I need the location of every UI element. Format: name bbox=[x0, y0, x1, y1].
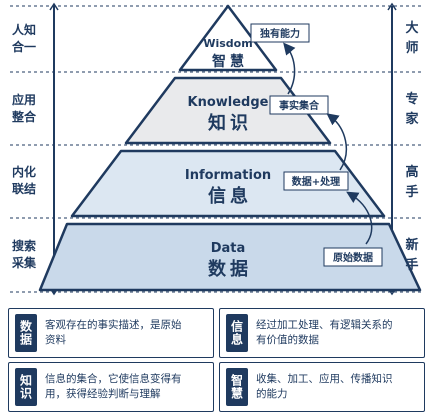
data-en-label: Data bbox=[211, 241, 246, 256]
role-label-data-2: 手 bbox=[405, 257, 418, 273]
role-label-knowledge-1: 专 bbox=[405, 91, 418, 107]
tag-knowledge: 事实集合 bbox=[279, 99, 320, 112]
tag-box-knowledge bbox=[269, 95, 329, 115]
role-label-information-2: 手 bbox=[405, 184, 418, 200]
tag-box-information bbox=[283, 171, 349, 191]
card-description: 客观存在的事实描述，是原始 资料 bbox=[45, 318, 182, 348]
wisdom-en-label: Wisdom bbox=[203, 37, 252, 50]
knowledge-zh-label: 知识 bbox=[208, 112, 252, 134]
curved-arrow-icon bbox=[326, 113, 348, 171]
information-tier bbox=[70, 149, 386, 218]
card-line: 有价值的数据 bbox=[256, 334, 319, 346]
ruler-arrow-icon bbox=[387, 2, 397, 11]
side-label-information-2: 联结 bbox=[12, 181, 36, 196]
information-en-label: Information bbox=[185, 168, 271, 183]
curved-arrow-icon bbox=[283, 42, 296, 95]
card-badge: 数据 bbox=[15, 314, 37, 352]
card-data: 数据 客观存在的事实描述，是原始 资料 bbox=[8, 308, 214, 358]
side-label-data-1: 搜索 bbox=[12, 238, 36, 253]
tag-data: 原始数据 bbox=[333, 251, 373, 264]
side-label-data-2: 采集 bbox=[11, 255, 37, 270]
card-description: 经过加工处理、有逻辑关系的 有价值的数据 bbox=[256, 318, 393, 348]
card-line: 资料 bbox=[45, 334, 66, 346]
side-label-wisdom-1: 人知 bbox=[12, 22, 36, 37]
role-label-wisdom-2: 师 bbox=[405, 40, 418, 56]
card-line: 客观存在的事实描述，是原始 bbox=[45, 319, 182, 331]
side-label-information-1: 内化 bbox=[12, 164, 36, 179]
role-label-knowledge-2: 家 bbox=[405, 111, 419, 127]
side-label-wisdom-2: 合一 bbox=[12, 39, 36, 54]
data-zh-label: 数据 bbox=[208, 258, 252, 280]
card-badge: 信息 bbox=[226, 314, 248, 352]
role-label-information-1: 高 bbox=[405, 164, 418, 180]
card-wisdom: 智慧 收集、加工、应用、传播知识 的能力 bbox=[219, 362, 425, 412]
card-line: 经过加工处理、有逻辑关系的 bbox=[256, 319, 393, 331]
knowledge-tier bbox=[124, 76, 332, 145]
definition-cards: 数据 客观存在的事实描述，是原始 资料 信息 经过加工处理、有逻辑关系的 有价值… bbox=[8, 308, 425, 412]
card-description: 信息的集合，它使信息变得有 用，获得经验判断与理解 bbox=[45, 372, 182, 402]
card-description: 收集、加工、应用、传播知识 的能力 bbox=[256, 372, 393, 402]
role-label-data-1: 新 bbox=[405, 237, 418, 253]
knowledge-en-label: Knowledge bbox=[188, 95, 269, 110]
side-label-knowledge-1: 应用 bbox=[12, 92, 36, 107]
card-line: 用，获得经验判断与理解 bbox=[45, 388, 161, 400]
card-line: 的能力 bbox=[256, 388, 288, 400]
tag-box-wisdom bbox=[250, 23, 310, 43]
card-line: 收集、加工、应用、传播知识 bbox=[256, 373, 393, 385]
tag-wisdom: 独有能力 bbox=[260, 27, 300, 40]
card-badge: 智慧 bbox=[226, 368, 248, 406]
tag-information: 数据+处理 bbox=[292, 175, 340, 188]
wisdom-zh-label: 智慧 bbox=[211, 53, 248, 70]
curved-arrow-icon bbox=[346, 191, 373, 245]
tag-box-data bbox=[323, 247, 383, 267]
card-information: 信息 经过加工处理、有逻辑关系的 有价值的数据 bbox=[219, 308, 425, 358]
card-line: 信息的集合，它使信息变得有 bbox=[45, 373, 182, 385]
role-label-wisdom-1: 大 bbox=[405, 20, 418, 36]
data-tier bbox=[38, 222, 422, 292]
card-badge: 知识 bbox=[15, 368, 37, 406]
information-zh-label: 信息 bbox=[208, 185, 252, 207]
card-knowledge: 知识 信息的集合，它使信息变得有 用，获得经验判断与理解 bbox=[8, 362, 214, 412]
ruler-arrow-icon bbox=[49, 2, 59, 11]
side-label-knowledge-2: 整合 bbox=[11, 109, 37, 124]
